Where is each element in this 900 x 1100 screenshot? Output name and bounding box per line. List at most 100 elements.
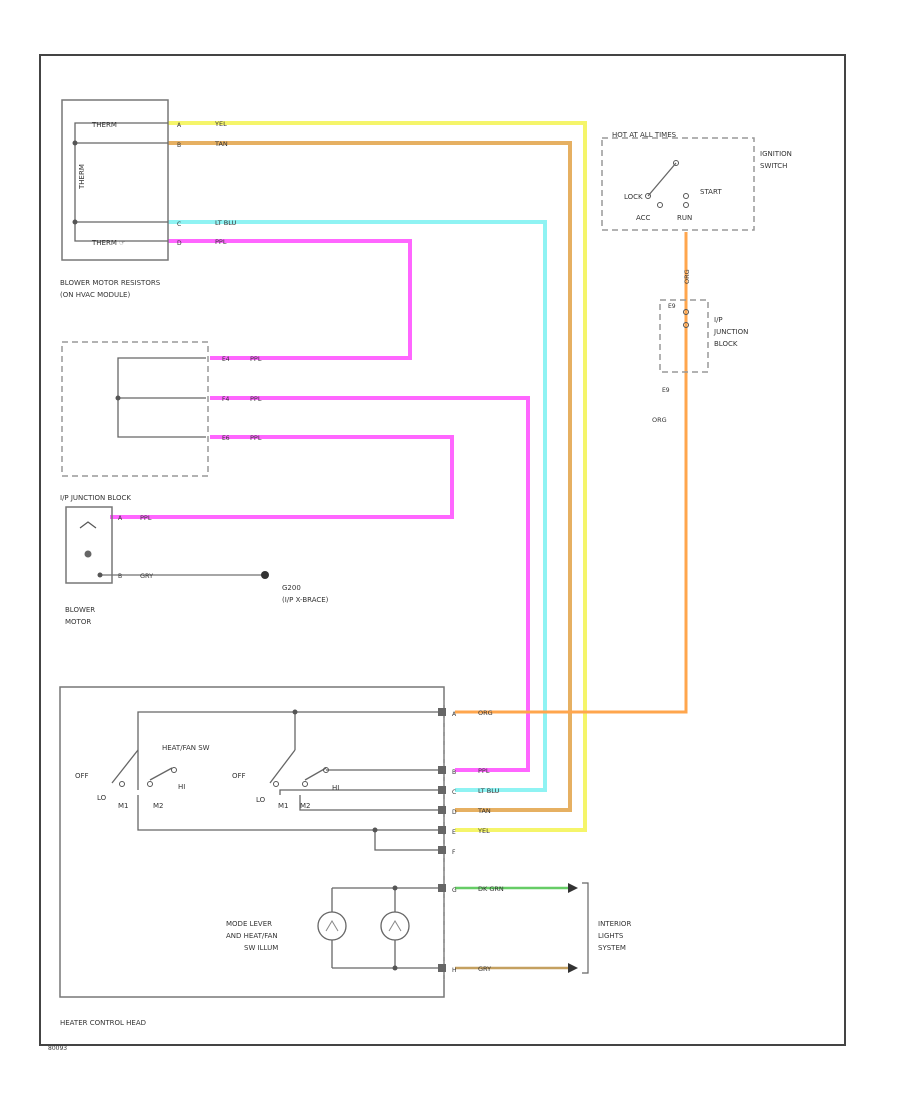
arrow-right-icon: [568, 963, 578, 973]
lamp-icon: [317, 911, 347, 941]
wire-label-yel: YEL: [214, 120, 227, 128]
resistor-pin-d: D: [177, 240, 182, 247]
blower-pin-b: B: [118, 573, 122, 580]
ignition-switch-title: IGNITION: [760, 150, 792, 158]
ip-wire-3: PPL: [250, 434, 262, 442]
wire-yel: [168, 121, 587, 832]
heater-control-head-box: [59, 686, 445, 998]
ip-pin-2: F4: [222, 396, 229, 403]
switch1-lo: LO: [97, 794, 107, 802]
ip-junction-block-title: I/P JUNCTION BLOCK: [60, 494, 131, 502]
head-wire-org: ORG: [478, 709, 493, 717]
switch-contact: [673, 160, 679, 166]
wire-lt-blu: [168, 220, 547, 792]
interior-lights-3: SYSTEM: [598, 944, 626, 952]
switch2-lo: LO: [256, 796, 266, 804]
heater-control-head-title: HEATER CONTROL HEAD: [60, 1019, 146, 1027]
resistor-top-label: THERM: [91, 121, 117, 129]
interior-lights-2: LIGHTS: [598, 932, 624, 940]
head-wire-yel: YEL: [477, 827, 490, 835]
switch2-blade-2: [304, 767, 327, 781]
switch1-m1: M1: [118, 802, 129, 810]
switch1-blade-2: [149, 767, 173, 781]
head-wire-gry: GRY: [478, 965, 491, 973]
resistor-pin-c: C: [177, 221, 181, 228]
switch2-m2: M2: [300, 802, 311, 810]
ip-junction-block-top-box: [659, 299, 709, 373]
resistor-side-label: THERM: [78, 164, 86, 190]
wire-ppl-jb-to-motor: [110, 435, 454, 519]
head-wire-tan: TAN: [477, 807, 491, 815]
head-pin-e: E: [452, 829, 456, 836]
wire-ppl-jb-to-head: [210, 396, 530, 772]
ip-top-wire: ORG: [652, 416, 667, 424]
switch-contact: [323, 767, 329, 773]
head-pin-h: H: [452, 967, 457, 974]
switch-contact: [683, 193, 689, 199]
lamp-icon: [380, 911, 410, 941]
switch-m2-line: [299, 795, 442, 811]
splice-dot: [115, 395, 121, 401]
ignition-lock: LOCK: [624, 193, 643, 201]
wire-label-tan: TAN: [214, 140, 228, 148]
switch-contact: [657, 202, 663, 208]
ip-top-fuse: E9: [662, 387, 670, 394]
ip-pin-3: E6: [222, 435, 230, 442]
ground-icon: [261, 571, 269, 579]
wire-org: [455, 232, 688, 714]
splice-dot: [392, 885, 398, 891]
ignition-switch-subtitle: SWITCH: [760, 162, 787, 170]
diagram-frame: [39, 54, 846, 1046]
resistor-bottom-label: THERM ☞: [91, 239, 125, 247]
switch2-blade: [269, 749, 296, 784]
switch-contact: [645, 193, 651, 199]
blower-motor-box: [65, 506, 113, 584]
lamp-label-1: MODE LEVER: [226, 920, 272, 928]
fuse-terminal: [683, 309, 689, 315]
motor-icon: [79, 521, 97, 529]
blower-wire-a: PPL: [140, 514, 152, 522]
splice-dot: [372, 827, 378, 833]
switch-m1-line: [279, 789, 442, 795]
switch2-hi: HI: [332, 784, 339, 792]
head-pin-g: G: [452, 887, 457, 894]
head-pin-f: F: [452, 849, 456, 856]
motor-ground-icon: [84, 550, 92, 558]
heat-fan-switch-label: HEAT/FAN SW: [162, 744, 210, 752]
ignition-switch-blade: [647, 162, 677, 197]
ignition-acc: ACC: [636, 214, 651, 222]
switch-bus-top: [137, 711, 442, 790]
ip-wire-1: PPL: [250, 355, 262, 363]
head-wire-lt-blu: LT BLU: [478, 787, 500, 795]
ignition-hot-label: HOT AT ALL TIMES: [612, 131, 677, 139]
head-pin-b: B: [452, 769, 456, 776]
blower-motor-title: BLOWER: [65, 606, 95, 614]
ip-wire-2: PPL: [250, 395, 262, 403]
switch-contact: [147, 781, 153, 787]
interior-lights-1: INTERIOR: [598, 920, 631, 928]
ip-top-pin: E9: [668, 303, 676, 310]
ip-top-title-3: BLOCK: [714, 340, 738, 348]
head-pin-c: C: [452, 789, 456, 796]
switch1-blade: [111, 749, 139, 784]
blower-motor-subtitle: MOTOR: [65, 618, 91, 626]
lamp-filament-icon: [388, 920, 402, 932]
switch-bottom-line: [137, 795, 442, 831]
switch-contact: [273, 781, 279, 787]
blower-resistors-box: [61, 99, 169, 261]
blower-resistors-title: BLOWER MOTOR RESISTORS: [60, 279, 161, 287]
switch1-off: OFF: [75, 772, 89, 780]
lamp-filament-icon: [325, 920, 339, 932]
blower-pin-a: A: [118, 515, 123, 522]
ip-pin-1: E4: [222, 356, 230, 363]
switch-loop: [374, 830, 442, 851]
footer-code: 80093: [48, 1045, 67, 1052]
wire-label-lt-blu: LT BLU: [215, 219, 237, 227]
motor-terminal: [97, 572, 103, 578]
switch-contact: [119, 781, 125, 787]
blower-resistors-subtitle: (ON HVAC MODULE): [60, 291, 130, 299]
arrow-right-icon: [568, 883, 578, 893]
fuse-terminal: [683, 322, 689, 328]
lamp-label-3: SW ILLUM: [244, 944, 278, 952]
